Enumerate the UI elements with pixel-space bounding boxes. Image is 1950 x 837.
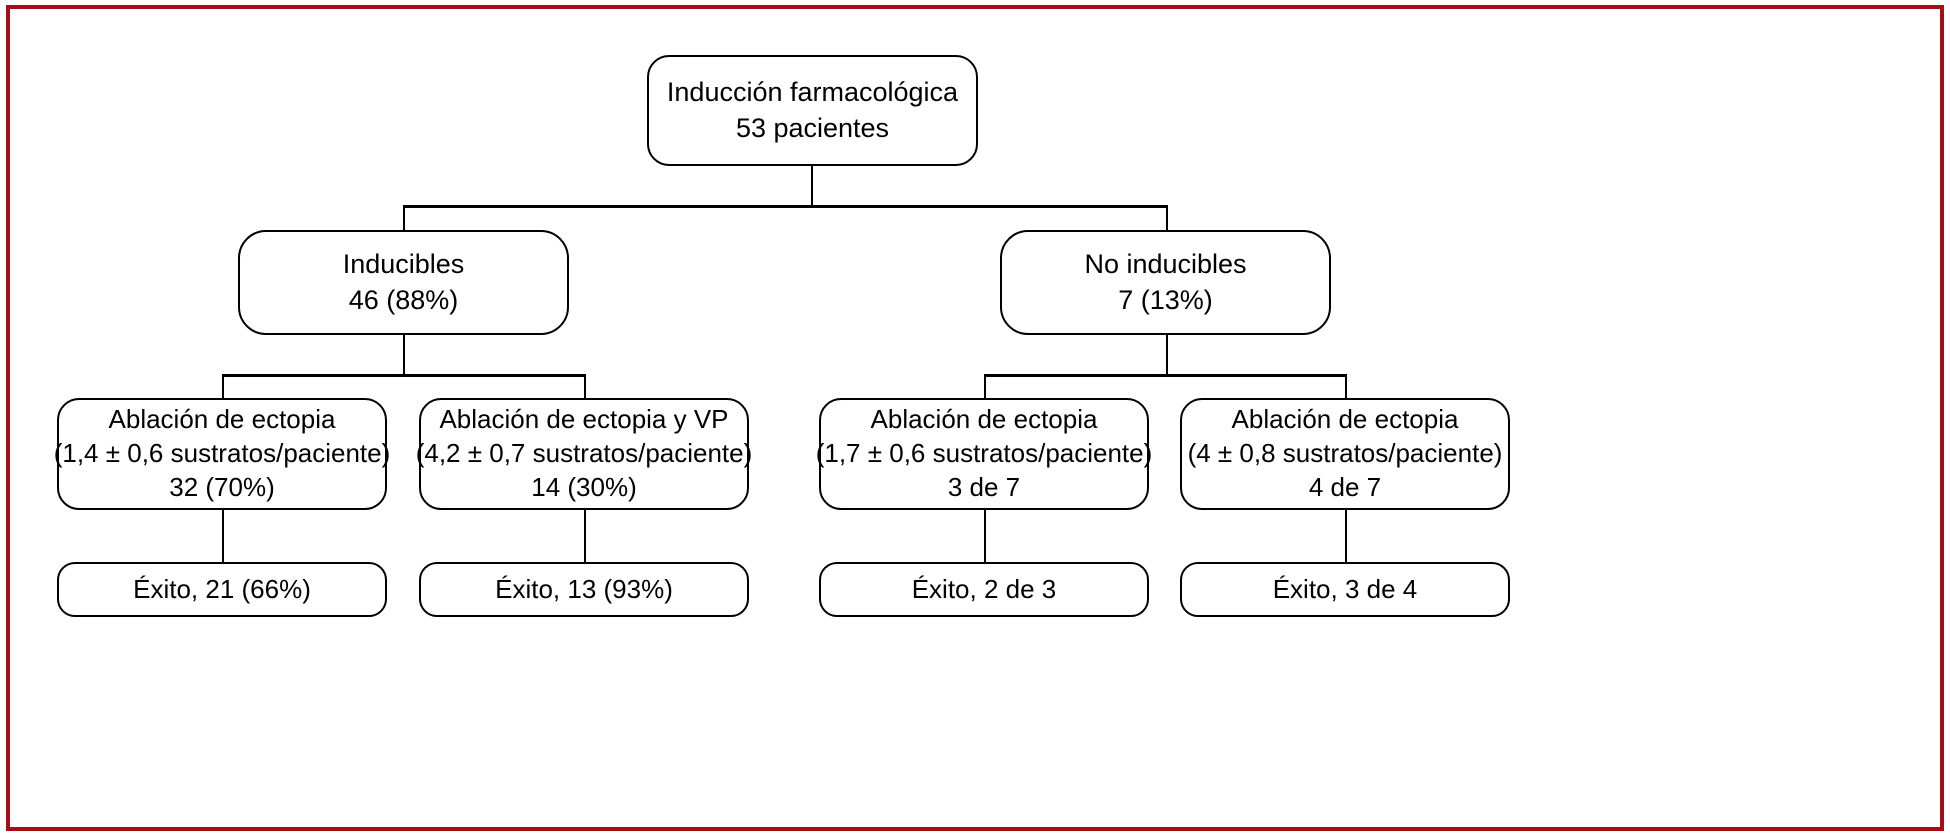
node-text-line-2: 53 pacientes — [735, 112, 890, 143]
node-text-line-1: Éxito, 3 de 4 — [1272, 573, 1418, 604]
connector-inducibles-bar — [222, 374, 585, 377]
connector-root-bar — [403, 205, 1167, 208]
node-text-line-2: 46 (88%) — [348, 284, 459, 315]
node-inducibles[interactable]: Inducibles 46 (88%) — [238, 230, 569, 335]
connector-to-abl-ectopia-1 — [221, 374, 224, 398]
connector-abl2-to-exito3 — [983, 510, 986, 563]
node-text-line-1: Ablación de ectopia — [108, 404, 336, 435]
node-exito-2[interactable]: Éxito, 13 (93%) — [419, 562, 749, 617]
connector-to-no-inducibles — [1165, 205, 1168, 231]
node-ablacion-de-ectopia-y-vp[interactable]: Ablación de ectopia y VP (4,2 ± 0,7 sust… — [416, 398, 752, 510]
node-induccion-farmacologica[interactable]: Inducción farmacológica 53 pacientes — [647, 55, 978, 166]
connector-root-stem — [810, 166, 813, 206]
node-exito-3[interactable]: Éxito, 2 de 3 — [819, 562, 1149, 617]
node-text-line-3: 32 (70%) — [169, 471, 275, 502]
node-no-inducibles[interactable]: No inducibles 7 (13%) — [1000, 230, 1331, 335]
node-text-line-2: (4 ± 0,8 sustratos/paciente) — [1187, 438, 1503, 469]
node-text-line-1: No inducibles — [1084, 249, 1247, 280]
node-text-line-1: Inducibles — [342, 249, 465, 280]
connector-no-inducibles-stem — [1165, 335, 1168, 375]
connector-no-inducibles-bar — [984, 374, 1346, 377]
node-text-line-2: (1,4 ± 0,6 sustratos/paciente) — [53, 438, 391, 469]
connector-to-inducibles — [402, 205, 405, 231]
connector-inducibles-stem — [402, 335, 405, 375]
node-ablacion-de-ectopia-inducibles[interactable]: Ablación de ectopia (1,4 ± 0,6 sustratos… — [54, 398, 390, 510]
node-text-line-2: 7 (13%) — [1118, 284, 1213, 315]
node-text-line-1: Ablación de ectopia y VP — [439, 404, 729, 435]
connector-to-abl-ectopia-vp — [583, 374, 586, 398]
node-text-line-1: Ablación de ectopia — [870, 404, 1098, 435]
node-exito-4[interactable]: Éxito, 3 de 4 — [1180, 562, 1510, 617]
node-text-line-1: Éxito, 2 de 3 — [911, 573, 1057, 604]
node-text-line-3: 4 de 7 — [1308, 471, 1382, 502]
node-text-line-3: 3 de 7 — [947, 471, 1021, 502]
node-text-line-3: 14 (30%) — [531, 471, 637, 502]
connector-to-abl-ectopia-2 — [983, 374, 986, 398]
node-ablacion-de-ectopia-no-inducibles-a[interactable]: Ablación de ectopia (1,7 ± 0,6 sustratos… — [816, 398, 1152, 510]
node-text-line-1: Inducción farmacológica — [666, 77, 959, 108]
connector-to-abl-ectopia-3 — [1344, 374, 1347, 398]
node-text-line-1: Éxito, 13 (93%) — [495, 573, 673, 604]
node-text-line-2: (1,7 ± 0,6 sustratos/paciente) — [815, 438, 1153, 469]
connector-ablvp-to-exito2 — [583, 510, 586, 563]
connector-abl1-to-exito1 — [221, 510, 224, 563]
node-text-line-1: Ablación de ectopia — [1231, 404, 1459, 435]
node-text-line-1: Éxito, 21 (66%) — [133, 573, 311, 604]
connector-abl3-to-exito4 — [1344, 510, 1347, 563]
node-text-line-2: (4,2 ± 0,7 sustratos/paciente) — [415, 438, 753, 469]
node-ablacion-de-ectopia-no-inducibles-b[interactable]: Ablación de ectopia (4 ± 0,8 sustratos/p… — [1180, 398, 1510, 510]
node-exito-1[interactable]: Éxito, 21 (66%) — [57, 562, 387, 617]
